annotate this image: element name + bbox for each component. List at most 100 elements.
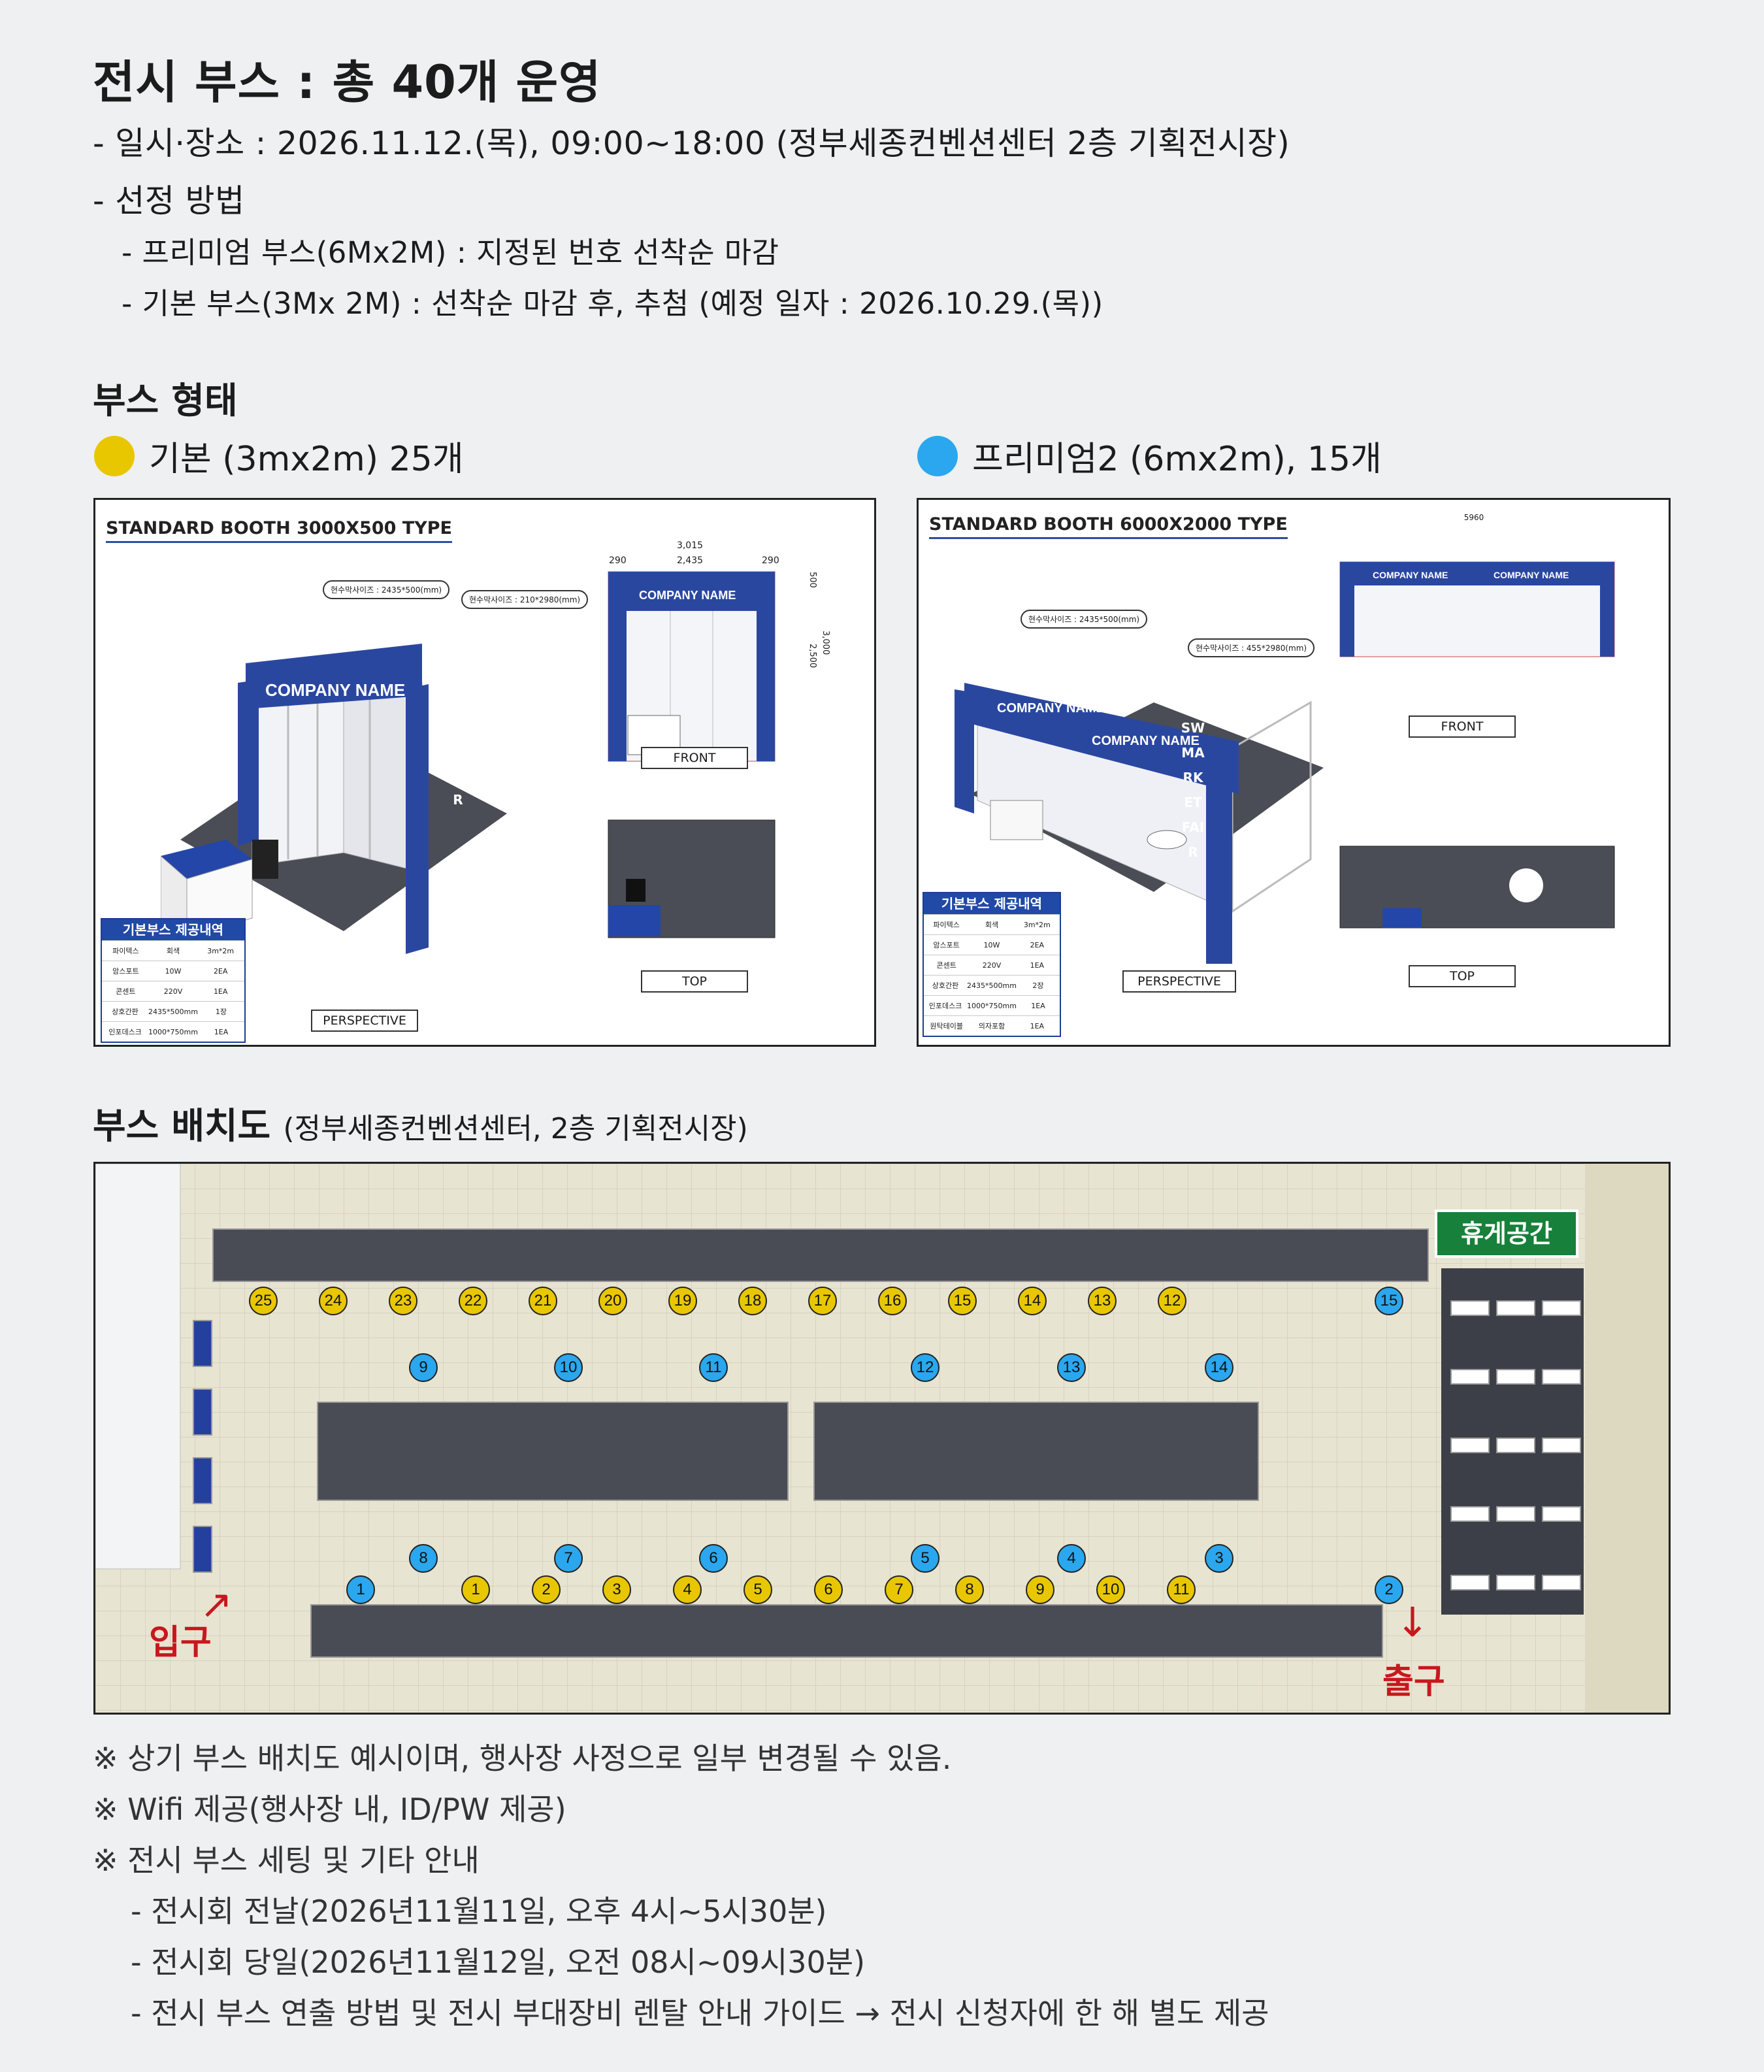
yellow-dot-icon xyxy=(94,435,135,476)
booth-badge: 15 xyxy=(948,1287,977,1315)
booth-badge: 14 xyxy=(1018,1287,1047,1315)
top-booth-row xyxy=(212,1228,1429,1282)
basic-front-label: FRONT xyxy=(641,747,748,769)
basic-perspective-label: PERSPECTIVE xyxy=(311,1010,418,1032)
premium-top-label: TOP xyxy=(1409,965,1516,987)
booth-badge-premium: 12 xyxy=(911,1353,939,1382)
basic-side-text: SW MARKET FAIR xyxy=(446,668,470,808)
booth-badge: 16 xyxy=(878,1287,907,1315)
booth-badge-premium: 5 xyxy=(911,1544,939,1573)
basic-dim-h3: 3,000 xyxy=(821,631,830,655)
booth-badge: 20 xyxy=(598,1287,627,1315)
method-line: - 선정 방법 xyxy=(93,182,245,220)
basic-panel-title: STANDARD BOOTH 3000X500 TYPE xyxy=(106,518,452,543)
rest-table xyxy=(1450,1369,1490,1385)
booth-badge-premium: 11 xyxy=(699,1353,728,1382)
basic-dim-mid: 2,435 xyxy=(676,555,704,566)
booth-badge: 22 xyxy=(459,1287,487,1315)
booth-badge: 9 xyxy=(1026,1575,1054,1604)
basic-front-drawing: COMPANY NAME xyxy=(608,571,776,762)
rest-table xyxy=(1542,1506,1581,1522)
booth-badge: 2 xyxy=(532,1575,561,1604)
rest-table xyxy=(1450,1506,1490,1522)
layout-heading-text: 부스 배치도 xyxy=(93,1105,271,1147)
booth-badge-premium: 8 xyxy=(409,1544,438,1573)
layout-subheading: (정부세종컨벤션센터, 2층 기획전시장) xyxy=(283,1112,748,1145)
basic-top-label: TOP xyxy=(641,970,748,993)
booth-badge: 25 xyxy=(249,1287,278,1315)
premium-company-name-2: COMPANY NAME xyxy=(1092,734,1200,748)
premium-front-label: FRONT xyxy=(1409,715,1516,738)
booth-badge-premium: 4 xyxy=(1057,1544,1086,1573)
blue-dot-icon xyxy=(917,435,958,476)
entrance-table xyxy=(193,1389,212,1436)
exit-label: 출구 xyxy=(1382,1662,1445,1702)
rest-table xyxy=(1450,1438,1490,1453)
rest-table xyxy=(1542,1438,1581,1453)
booth-badge: 5 xyxy=(743,1575,772,1604)
rest-table xyxy=(1450,1575,1490,1590)
entrance-label: 입구 xyxy=(149,1623,212,1662)
mid-right-booth-block xyxy=(813,1402,1259,1501)
basic-callout-2: 현수막사이즈 : 210*2980(mm) xyxy=(461,590,589,609)
legend-premium-label: 프리미엄2 (6mx2m), 15개 xyxy=(972,440,1382,479)
legend-premium: 프리미엄2 (6mx2m), 15개 xyxy=(917,431,1382,480)
basic-dim-h1: 500 xyxy=(808,572,817,588)
booth-badge: 17 xyxy=(808,1287,837,1315)
entrance-table xyxy=(193,1457,212,1504)
basic-dim-left: 290 xyxy=(609,555,627,566)
booth-badge-premium: 3 xyxy=(1205,1544,1233,1573)
basic-spec-title: 기본부스 제공내역 xyxy=(102,919,244,940)
booth-badge: 23 xyxy=(389,1287,417,1315)
booth-badge-premium: 7 xyxy=(554,1544,583,1573)
rest-table xyxy=(1542,1369,1581,1385)
legend-basic-label: 기본 (3mx2m) 25개 xyxy=(149,440,464,479)
bottom-booth-row xyxy=(310,1604,1383,1658)
note-1: ※ 상기 부스 배치도 예시이며, 행사장 사정으로 일부 변경될 수 있음. xyxy=(93,1741,952,1776)
premium-front-company-2: COMPANY NAME xyxy=(1494,570,1569,580)
rest-table xyxy=(1542,1575,1581,1590)
premium-callout-1: 현수막사이즈 : 2435*500(mm) xyxy=(1021,610,1148,629)
booth-badge: 13 xyxy=(1088,1287,1117,1315)
booth-badge: 8 xyxy=(955,1575,984,1604)
booth-badge: 24 xyxy=(319,1287,348,1315)
rest-table xyxy=(1542,1300,1581,1316)
booth-badge: 7 xyxy=(885,1575,913,1604)
basic-method-line: - 기본 부스(3Mx 2M) : 선착순 마감 후, 추첨 (예정 일자 : … xyxy=(122,286,1103,321)
page-title: 전시 부스 : 총 40개 운영 xyxy=(93,56,602,109)
note-5: - 전시회 당일(2026년11월12일, 오전 08시~09시30분) xyxy=(131,1945,866,1980)
booth-badge: 12 xyxy=(1158,1287,1186,1315)
premium-callout-2: 현수막사이즈 : 455*2980(mm) xyxy=(1188,638,1315,657)
schedule-line: - 일시·장소 : 2026.11.12.(목), 09:00~18:00 (정… xyxy=(93,125,1290,162)
premium-top-drawing xyxy=(1339,846,1615,929)
booth-badge-premium: 13 xyxy=(1057,1353,1086,1382)
exit-arrow-icon: ↓ xyxy=(1396,1598,1429,1646)
premium-front-company-1: COMPANY NAME xyxy=(1373,570,1448,580)
legend-basic: 기본 (3mx2m) 25개 xyxy=(94,431,464,480)
booth-badge: 1 xyxy=(461,1575,490,1604)
premium-spec-title: 기본부스 제공내역 xyxy=(924,893,1060,914)
booth-badge: 6 xyxy=(814,1575,843,1604)
note-3: ※ 전시 부스 세팅 및 기타 안내 xyxy=(93,1843,480,1878)
basic-top-drawing xyxy=(608,819,776,938)
entrance-table xyxy=(193,1526,212,1573)
booth-type-heading: 부스 형태 xyxy=(93,380,238,421)
mid-left-booth-block xyxy=(317,1402,789,1501)
note-4: - 전시회 전날(2026년11월11일, 오후 4시~5시30분) xyxy=(131,1894,827,1929)
booth-badge-premium: 10 xyxy=(554,1353,583,1382)
rest-table xyxy=(1496,1506,1535,1522)
booth-badge-premium: 14 xyxy=(1205,1353,1233,1382)
premium-booth-panel: STANDARD BOOTH 6000X2000 TYPE COMPANY NA… xyxy=(917,498,1671,1047)
booth-badge: 19 xyxy=(668,1287,697,1315)
basic-dim-total: 3,015 xyxy=(676,540,704,551)
premium-front-drawing: COMPANY NAME COMPANY NAME xyxy=(1339,561,1615,657)
floor-plan-drawing xyxy=(95,1164,1669,1713)
